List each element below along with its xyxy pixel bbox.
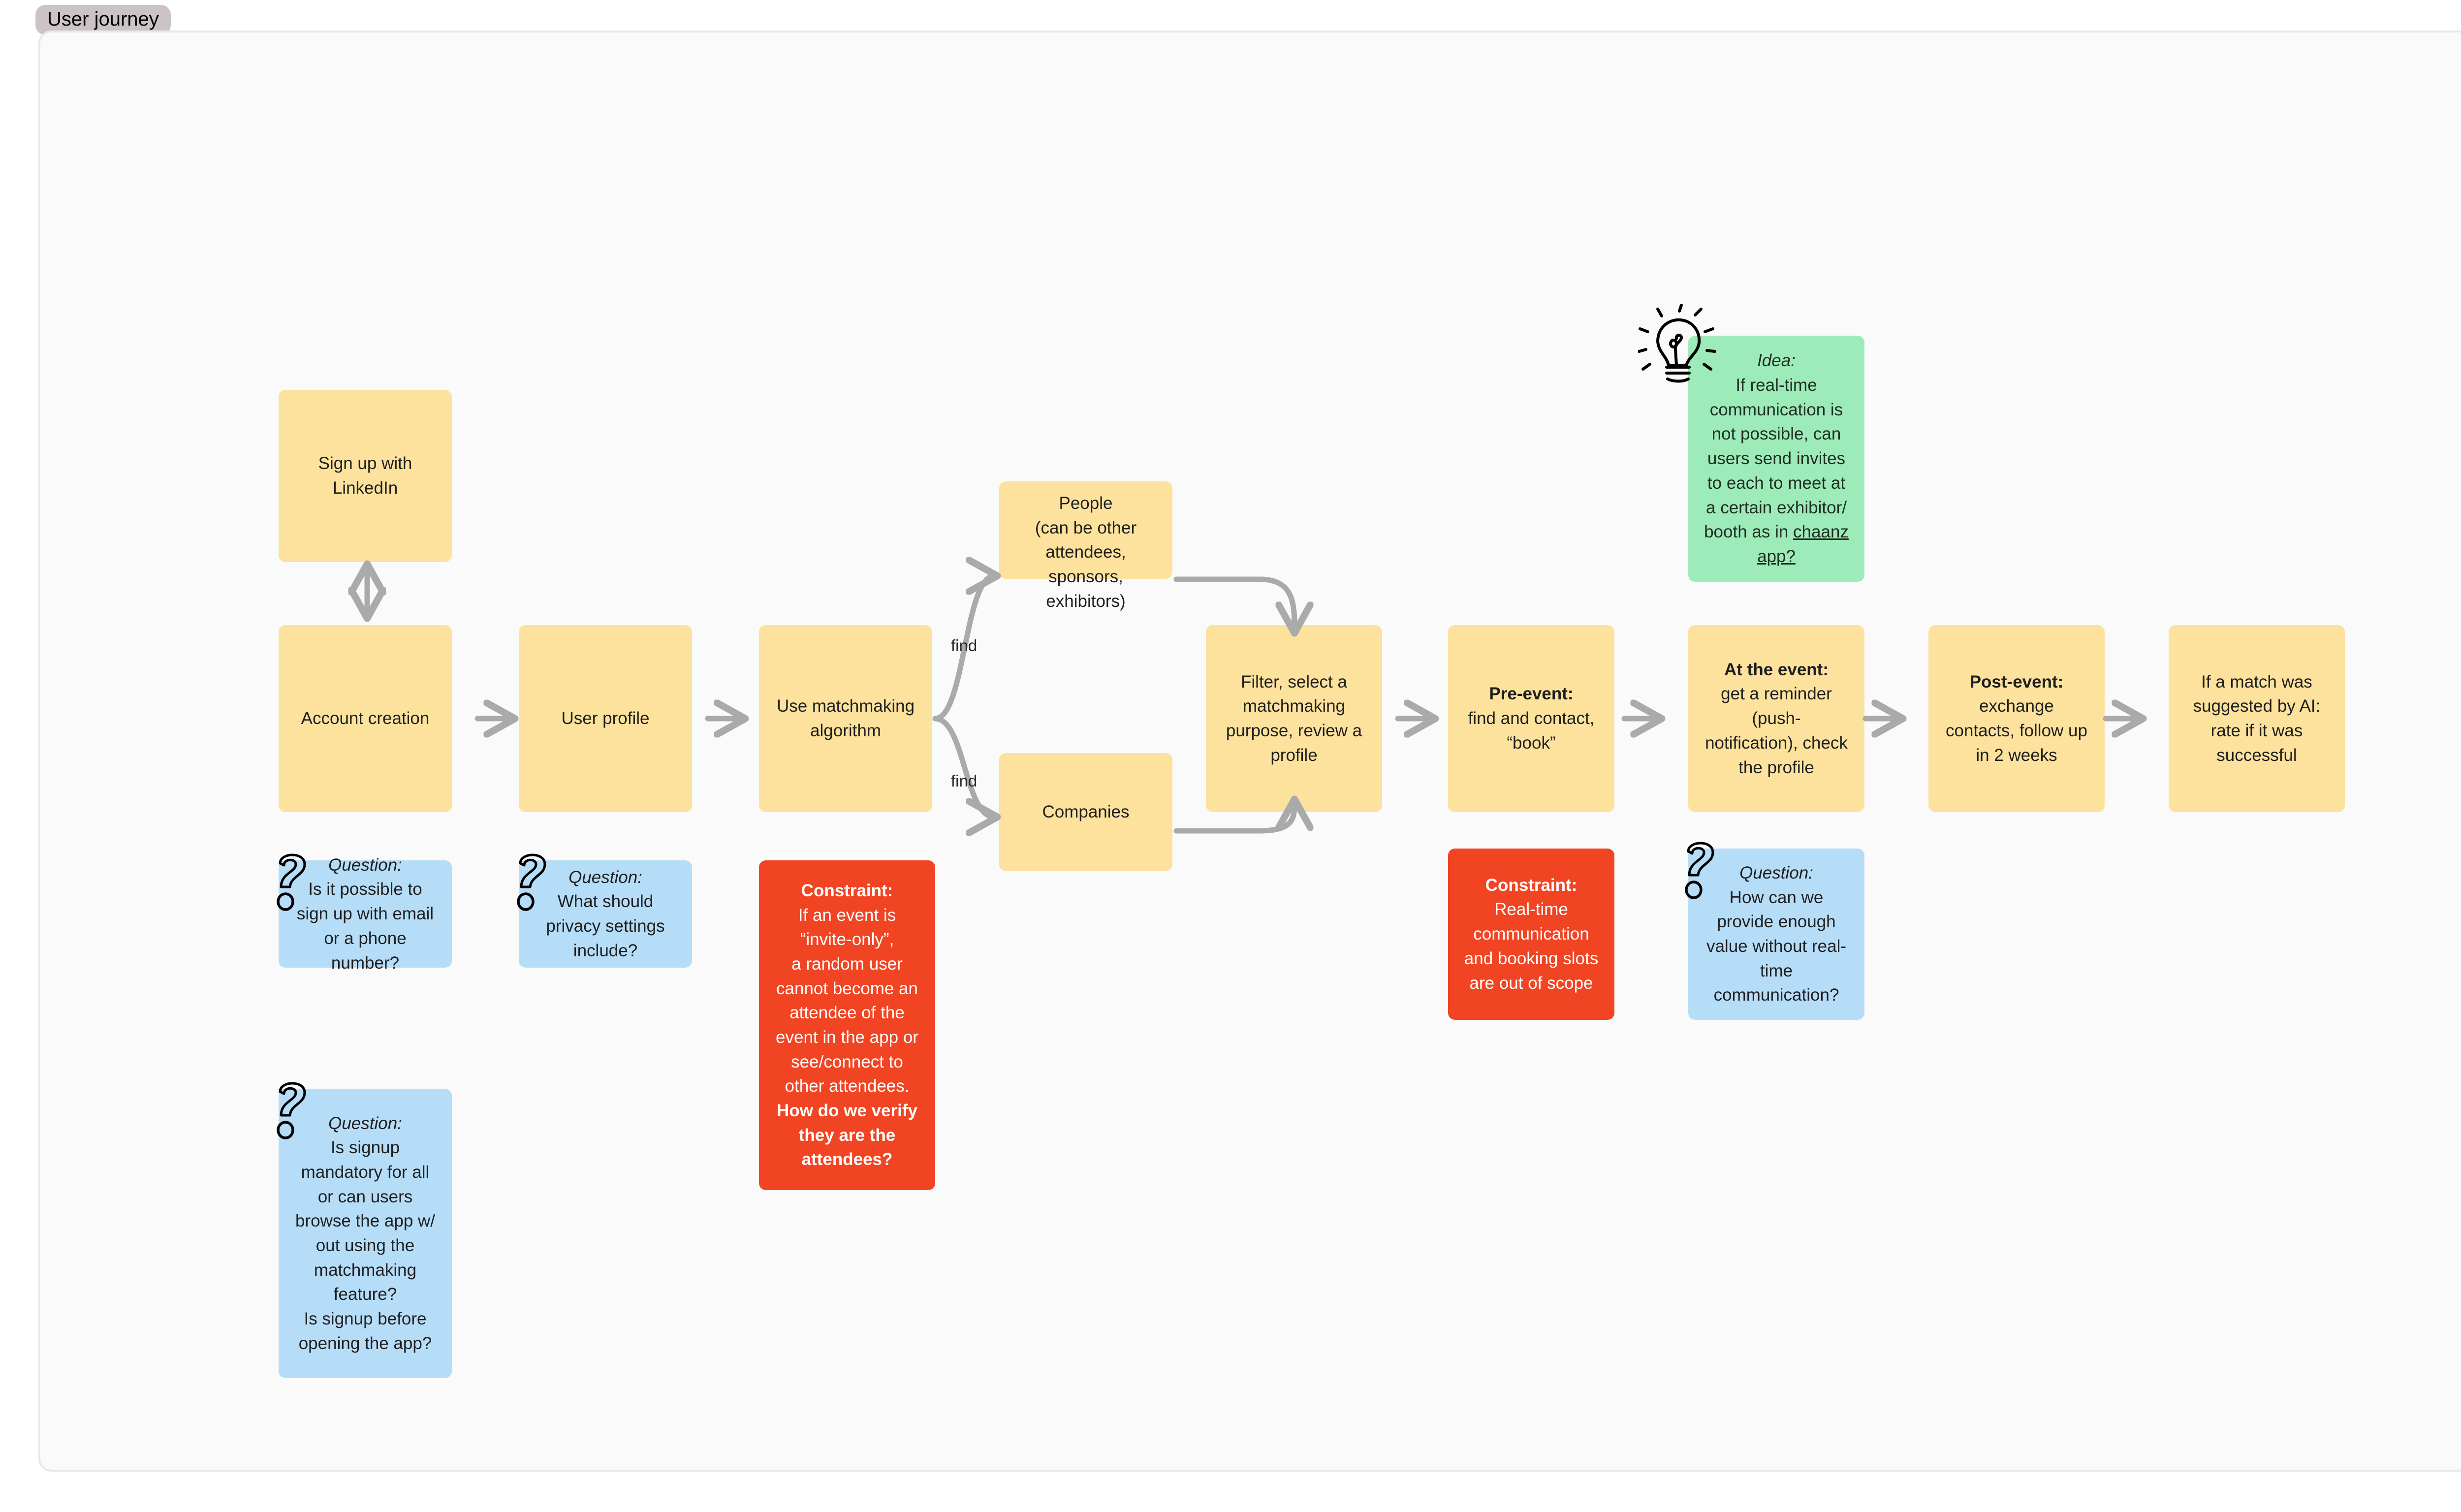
- node-pre-event-body: find and contact,“book”: [1468, 709, 1595, 753]
- constraint-card-invite-only-body: If an event is“invite-only”,a random use…: [776, 905, 918, 1096]
- board-title-pill[interactable]: User journey: [35, 5, 171, 35]
- edge-label-find-companies: find: [951, 772, 978, 790]
- constraint-card-invite-only[interactable]: Constraint: If an event is“invite-only”,…: [759, 860, 935, 1190]
- node-pre-event[interactable]: Pre-event: find and contact,“book”: [1448, 625, 1614, 812]
- node-user-profile[interactable]: User profile: [519, 625, 692, 812]
- node-at-the-event-body: get a reminder(push-notification), check…: [1705, 684, 1848, 777]
- question-card-signup-mandatory-label: Question:: [328, 1113, 402, 1133]
- node-user-profile-label: User profile: [561, 709, 650, 728]
- constraint-card-invite-only-label: Constraint:: [801, 881, 893, 900]
- idea-card-invite-to-booth-label: Idea:: [1757, 351, 1796, 371]
- question-card-privacy-settings-label: Question:: [568, 867, 642, 887]
- constraint-card-realtime-scope-label: Constraint:: [1485, 875, 1578, 895]
- question-card-value-without-realtime-label: Question:: [1739, 863, 1813, 882]
- node-companies[interactable]: Companies: [999, 753, 1172, 871]
- node-companies-label: Companies: [1042, 802, 1130, 822]
- node-post-event-label: Post-event:: [1969, 672, 2064, 692]
- edge-label-find-people: find: [951, 636, 978, 655]
- node-at-the-event[interactable]: At the event: get a reminder(push-notifi…: [1688, 625, 1864, 812]
- node-account-creation[interactable]: Account creation: [279, 625, 452, 812]
- node-account-creation-label: Account creation: [301, 709, 430, 728]
- node-at-the-event-label: At the event:: [1724, 660, 1829, 679]
- question-card-signup-method-label: Question:: [328, 855, 402, 875]
- node-pre-event-label: Pre-event:: [1489, 684, 1574, 704]
